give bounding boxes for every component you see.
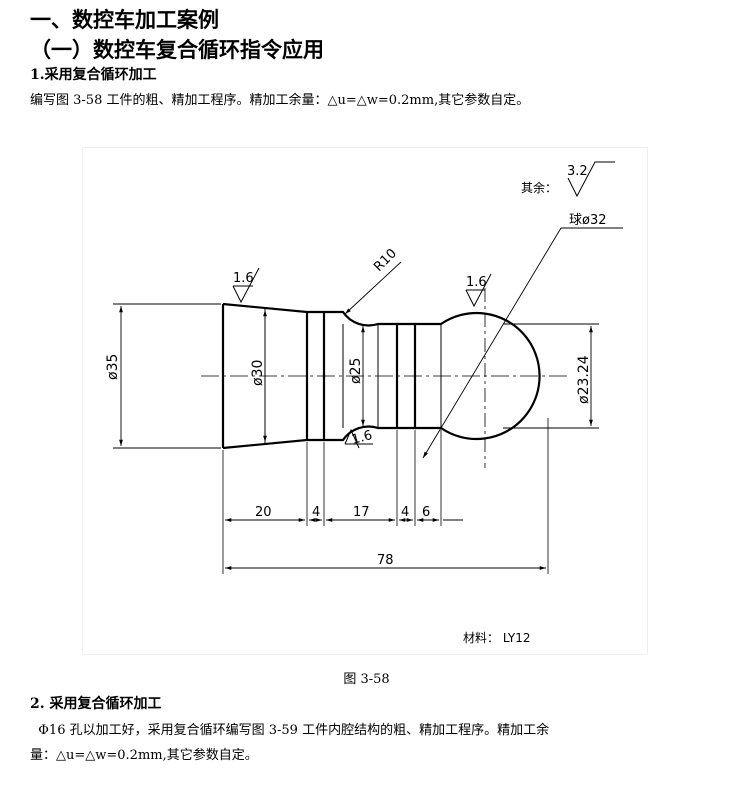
roughness-ball-symbol [465,273,492,308]
section-1-text: 编写图 3-58 工件的粗、精加工程序。精加工余量：△u=△w=0.2mm,其它… [30,93,530,108]
roughness-ball: 1.6 [466,275,487,290]
dia-30-label: ø30 [250,360,266,386]
main-heading: 一、数控车加工案例 [30,7,219,32]
roughness-left-symbol [232,267,260,304]
dia-ball-flat-label: ø23.24 [576,355,592,404]
rest-label: 其余： [521,180,557,195]
dim-78: 78 [377,553,394,568]
sub-heading: （一）数控车复合循环指令应用 [30,37,324,62]
material-label: 材料： LY12 [463,631,531,645]
section-2-line-2: 量：△u=△w=0.2mm,其它参数自定。 [30,748,258,763]
roughness-left: 1.6 [233,271,254,286]
dim-17: 17 [353,505,370,520]
roughness-general-symbol [567,161,615,198]
ball-dia-label: 球ø32 [569,213,607,228]
part-drawing: ø35 ø30 ø25 ø23.24 球ø32 R10 其余： 3.2 1.6 [105,161,623,645]
roughness-groove-symbol [344,428,373,449]
dim-4a: 4 [312,505,320,520]
roughness-groove: 1.6 [350,428,374,448]
dim-6: 6 [422,505,430,520]
dim-20: 20 [255,505,272,520]
dia-35-label: ø35 [105,354,121,380]
radius-label: R10 [371,246,400,275]
dim-4b: 4 [401,505,409,520]
section-2-line-1: Φ16 孔以加工好，采用复合循环编写图 3-59 工件内腔结构的粗、精加工程序。… [30,723,550,738]
dia-25-label: ø25 [348,358,364,384]
figure-3-58: ø35 ø30 ø25 ø23.24 球ø32 R10 其余： 3.2 1.6 [82,147,648,655]
section-2-text: Φ16 孔以加工好，采用复合循环编写图 3-59 工件内腔结构的粗、精加工程序。… [30,718,710,768]
figure-caption: 图 3-58 [343,672,390,687]
section-2-title: 2. 采用复合循环加工 [30,696,162,712]
section-1-title: 1.采用复合循环加工 [30,67,157,83]
roughness-general: 3.2 [567,164,588,179]
